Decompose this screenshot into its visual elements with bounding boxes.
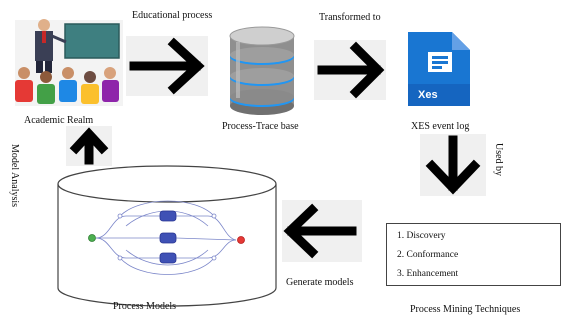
transformed-to-label: Transformed to: [319, 12, 381, 23]
end-node: [237, 236, 245, 244]
blackboard-icon: [64, 23, 120, 59]
activity-node: [159, 232, 177, 244]
process-models-label: Process Models: [113, 301, 177, 312]
educational-process-label: Educational process: [132, 10, 213, 21]
process-models-cylinder: [57, 165, 277, 307]
generate-models-label: Generate models: [286, 277, 354, 288]
activity-node: [159, 252, 177, 264]
technique-enhancement: 3. Enhancement: [397, 269, 459, 279]
process-mining-techniques-label: Process Mining Techniques: [410, 304, 521, 315]
arrow-right-1: [126, 36, 208, 96]
database-icon: [229, 26, 295, 115]
academic-realm-label: Academic Realm: [24, 115, 94, 126]
xes-file-icon: [408, 32, 470, 106]
arrow-up: [66, 126, 112, 166]
arrow-right-2: [314, 40, 386, 100]
process-mining-techniques-box: 1. Discovery 2. Conformance 3. Enhanceme…: [386, 223, 561, 286]
classroom-illustration: [15, 19, 123, 106]
arrow-down: [420, 134, 486, 196]
students-icon: [15, 67, 119, 104]
arrow-left: [282, 200, 362, 262]
xes-event-log-label: XES event log: [411, 121, 470, 132]
process-trace-base-label: Process-Trace base: [222, 121, 299, 132]
technique-discovery: 1. Discovery: [397, 231, 446, 241]
technique-conformance: 2. Conformance: [397, 250, 459, 260]
xes-badge-label: Xes: [418, 89, 438, 101]
model-analysis-label: Model Analysis: [9, 144, 20, 208]
start-node: [88, 234, 96, 242]
process-model-graph: [88, 200, 245, 275]
teacher-icon: [35, 19, 67, 73]
used-by-label: Used by: [493, 143, 504, 177]
activity-node: [159, 210, 177, 222]
